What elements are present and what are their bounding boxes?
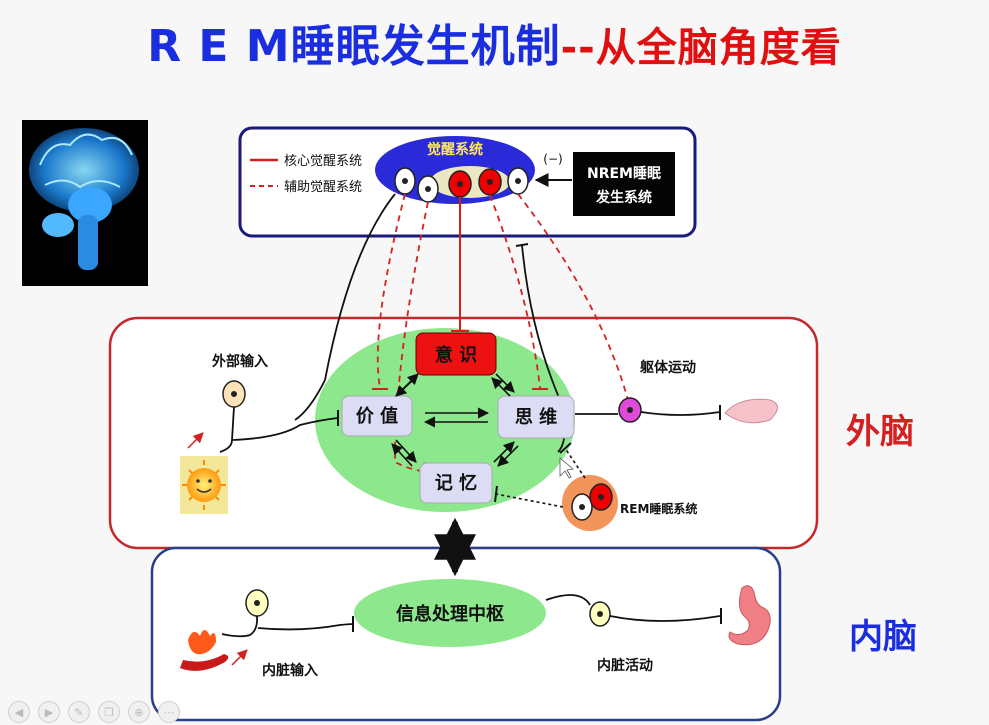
external-neuron <box>187 380 339 453</box>
slide-toolbar: ◀ ▶ ✎ ❐ ⊕ ⋯ <box>8 701 180 723</box>
consciousness-node <box>415 332 497 376</box>
zoom-icon[interactable]: ⊕ <box>128 701 150 723</box>
brain-image <box>22 120 148 286</box>
chili-icon <box>180 630 229 671</box>
memory-node <box>419 462 493 504</box>
body-movement-label: 躯体运动 <box>639 359 696 376</box>
copy-icon[interactable]: ❐ <box>98 701 120 723</box>
external-input-label: 外部输入 <box>212 353 268 370</box>
inhibit-label: (−) <box>543 152 562 166</box>
legend-aux-label: 辅助觉醒系统 <box>284 180 362 195</box>
visceral-input-label: 内脏输入 <box>262 662 318 679</box>
value-label: 价 值 <box>356 405 398 427</box>
thinking-label: 思 维 <box>515 406 557 428</box>
title-main: R E M睡眠发生机制 <box>147 21 561 72</box>
stomach-icon <box>728 585 771 646</box>
outer-brain-label: 外脑 <box>846 412 914 452</box>
visceral-output-neuron <box>545 594 722 627</box>
inner-brain-label: 内脑 <box>849 617 917 657</box>
wake-system-label: 觉醒系统 <box>427 141 483 158</box>
value-node <box>341 395 413 437</box>
visceral-activity-label: 内脏活动 <box>597 657 653 674</box>
cognition-arrows <box>391 373 519 467</box>
info-center-node <box>354 579 546 647</box>
play-icon[interactable]: ▶ <box>38 701 60 723</box>
cognition-ellipse <box>315 328 575 512</box>
nrem-system-box <box>573 152 675 216</box>
visceral-input-neuron <box>221 589 354 666</box>
title-sub: --从全脑角度看 <box>560 25 842 71</box>
nrem-label-2: 发生系统 <box>595 189 652 206</box>
thinking-node <box>497 395 575 439</box>
consciousness-label: 意 识 <box>435 344 477 366</box>
memory-label: 记 忆 <box>435 472 477 494</box>
pen-icon[interactable]: ✎ <box>68 701 90 723</box>
more-icon[interactable]: ⋯ <box>158 701 180 723</box>
legend-core-label: 核心觉醒系统 <box>284 154 362 169</box>
wake-neurons <box>394 167 529 203</box>
nrem-label-1: NREM睡眠 <box>587 166 661 182</box>
rem-system-label: REM睡眠系统 <box>620 501 697 516</box>
rem-system <box>494 442 618 531</box>
info-center-label: 信息处理中枢 <box>396 603 504 625</box>
aux-wake-lines <box>376 193 629 473</box>
muscle-icon <box>724 398 778 424</box>
prev-icon[interactable]: ◀ <box>8 701 30 723</box>
motor-neuron <box>575 397 721 423</box>
page-title: R E M睡眠发生机制--从全脑角度看 <box>0 10 989 74</box>
sun-icon <box>180 456 228 514</box>
